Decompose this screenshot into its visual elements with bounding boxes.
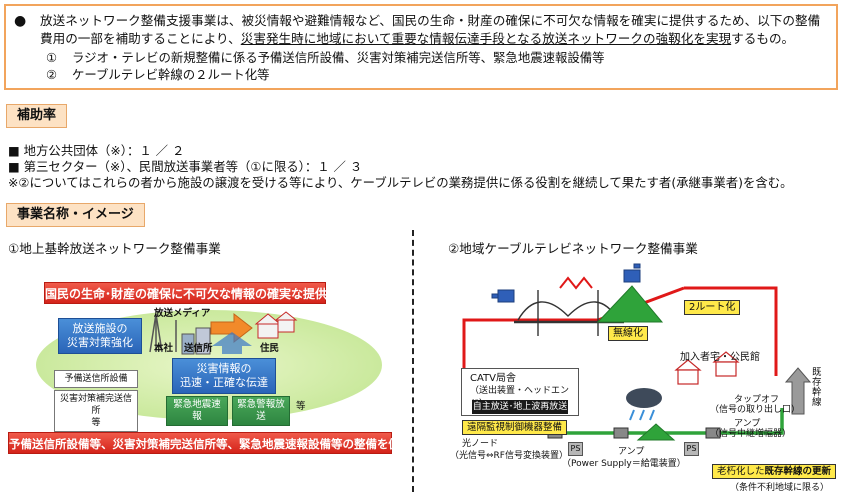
- section-divider: [412, 230, 414, 492]
- amp-label-2: アンプ: [734, 419, 761, 429]
- etc-label: 等: [296, 401, 306, 412]
- amp-sub-label: （信号中継増幅器）: [710, 429, 792, 439]
- arrow-icon: [210, 312, 253, 344]
- subsidy-line-2: ■ 第三セクター（※）、民間放送事業者等（①に限る）：１ ／ ３: [8, 159, 363, 174]
- summary-highlight: 災害発生時に地域において重要な情報伝達手段となる放送ネットワークの強靱化を実現: [240, 31, 732, 46]
- ps-box-2: PS: [684, 442, 699, 456]
- strengthen-box: 放送施設の 災害対策強化: [58, 318, 142, 354]
- existing-trunk-label: 既存幹線: [812, 367, 822, 408]
- two-route-label: 2ルート化: [684, 300, 741, 315]
- tapoff-sub-label: （信号の取り出し口）: [710, 405, 801, 415]
- resident-label: 住民: [260, 343, 280, 354]
- building-icon: [181, 333, 195, 355]
- wireless-label: 無線化: [608, 326, 648, 341]
- optical-node-sub: （光信号⇔RF信号変換装置）: [450, 451, 568, 461]
- catv-inner-label: 自主放送･地上波再放送: [472, 400, 568, 414]
- earthquake-alert-box: 緊急地震速報: [166, 396, 228, 426]
- transmitter-label: 送信所: [184, 343, 213, 354]
- banner-top: 国民の生命･財産の確保に不可欠な情報の確実な提供: [44, 282, 327, 304]
- tower-icon: [149, 313, 177, 353]
- cable-tv-figure: 2ルート化 無線化 加入者宅・公民館 CATV局舎 （送出装置・ヘッドエンド） …: [448, 258, 840, 494]
- project-label: 事業名称・イメージ: [6, 203, 145, 227]
- home-icon: [674, 351, 740, 385]
- power-supply-label: （Power Supply＝給電装置）: [562, 459, 686, 469]
- remote-monitor-label: 遠隔監視制御機器整備: [462, 420, 568, 435]
- subsidy-line-1: ■ 地方公共団体（※）：１ ／ ２: [8, 143, 185, 158]
- house-icon: [254, 311, 298, 339]
- left-figure-illustrations: [149, 311, 298, 355]
- right-figure-title: ②地域ケーブルテレビネットワーク整備事業: [448, 241, 698, 256]
- backup-transmitter-box: 予備送信所設備: [54, 370, 138, 388]
- subsidy-label: 補助率: [6, 104, 68, 128]
- banner-bottom: 予備送信所設備等、災害対策補完送信所等、緊急地震速報設備等の整備を促進: [8, 432, 412, 454]
- honsha-label: 本社: [154, 343, 174, 354]
- up-arrow-icon: [784, 367, 812, 415]
- antenna-icon: [491, 263, 641, 303]
- mountain-icon: [596, 285, 664, 323]
- terrestrial-broadcast-figure: 国民の生命･財産の確保に不可欠な情報の確実な提供 放送メディア 放送施設の 災害…: [6, 262, 412, 462]
- left-figure-title: ①地上基幹放送ネットワーク整備事業: [8, 241, 221, 256]
- info-box: 災害情報の 迅速・正確な伝達: [172, 358, 276, 394]
- summary-box: ● 放送ネットワーク整備支援事業は、被災情報や避難情報など、国民の生命・財産の確…: [4, 4, 838, 90]
- optical-node-label: 光ノード: [462, 439, 499, 449]
- tapoff-label: タップオフ: [734, 395, 780, 405]
- catv-station-box: CATV局舎 （送出装置・ヘッドエンド） 自主放送･地上波再放送: [461, 368, 579, 416]
- summary-bullet: ●: [14, 13, 27, 29]
- ps-box-1: PS: [568, 442, 583, 456]
- summary-text: 放送ネットワーク整備支援事業は、被災情報や避難情報など、国民の生命・財産の確保に…: [40, 13, 821, 46]
- media-label: 放送メディア: [154, 308, 211, 319]
- update-sub-label: （条件不利地域に限る）: [730, 483, 830, 493]
- amp-label-1: アンプ: [618, 447, 645, 457]
- update-label: 老朽化した既存幹線の更新: [712, 464, 837, 479]
- amp-icon: [613, 427, 629, 439]
- storm-cloud-icon: [626, 388, 662, 408]
- complement-transmitter-box: 災害対策補完送信所 等: [54, 390, 138, 432]
- wireless-icon: [559, 276, 593, 290]
- emergency-broadcast-box: 緊急警報放送: [232, 396, 290, 426]
- subsidy-note: ※②についてはこれらの者から施設の譲渡を受ける等により、ケーブルテレビの業務提供…: [8, 175, 793, 190]
- homes-label: 加入者宅・公民館: [680, 352, 760, 363]
